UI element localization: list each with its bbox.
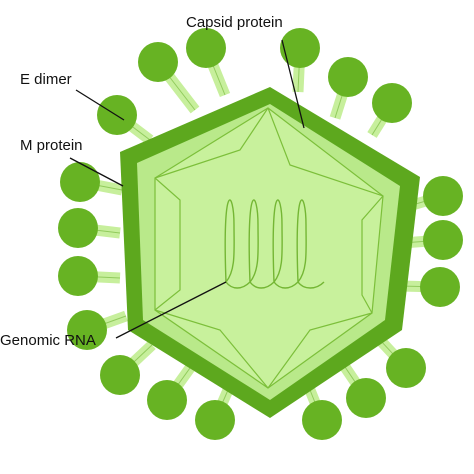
facet-edge-right bbox=[361, 195, 384, 314]
facet-edge-top bbox=[267, 107, 384, 197]
e-dimer-spike-icon bbox=[147, 380, 187, 420]
e-dimer-spike-icon bbox=[328, 57, 368, 97]
e-dimer-spike-icon bbox=[58, 256, 98, 296]
facet-edge-top-left bbox=[154, 107, 269, 179]
e-dimer-spike-icon bbox=[423, 176, 463, 216]
e-dimer-leader-line bbox=[75, 89, 125, 121]
e-dimer-spike-icon bbox=[372, 83, 412, 123]
facet-edge-bottom-left bbox=[154, 309, 269, 389]
e-dimer-spike-icon bbox=[186, 28, 226, 68]
m-protein-label: M protein bbox=[20, 137, 83, 154]
e-dimer-spike-icon bbox=[423, 220, 463, 260]
facet-edge-bottom-right bbox=[267, 312, 373, 389]
e-dimer-spike-icon bbox=[280, 28, 320, 68]
capsid-facets bbox=[154, 107, 384, 389]
e-dimer-spike-icon bbox=[420, 267, 460, 307]
e-dimer-spikes bbox=[58, 28, 463, 440]
e-dimer-spike-icon bbox=[386, 348, 426, 388]
facet-edge-left bbox=[154, 177, 181, 311]
e-dimer-spike-icon bbox=[67, 310, 107, 350]
e-dimer-spike-icon bbox=[302, 400, 342, 440]
genomic-rna-label: Genomic RNA bbox=[0, 332, 96, 349]
capsid-protein-label: Capsid protein bbox=[186, 14, 283, 31]
rna-coil-icon bbox=[224, 199, 325, 289]
e-dimer-spike-icon bbox=[100, 355, 140, 395]
e-dimer-label: E dimer bbox=[20, 71, 72, 88]
m-protein-leader-line bbox=[69, 157, 124, 187]
capsid-leader-line bbox=[281, 39, 305, 129]
e-dimer-spike-icon bbox=[346, 378, 386, 418]
e-dimer-spike-icon bbox=[195, 400, 235, 440]
genomic-rna-leader-line bbox=[115, 281, 227, 339]
e-dimer-spike-icon bbox=[138, 42, 178, 82]
e-dimer-spike-icon bbox=[58, 208, 98, 248]
e-dimer-spike-icon bbox=[60, 162, 100, 202]
